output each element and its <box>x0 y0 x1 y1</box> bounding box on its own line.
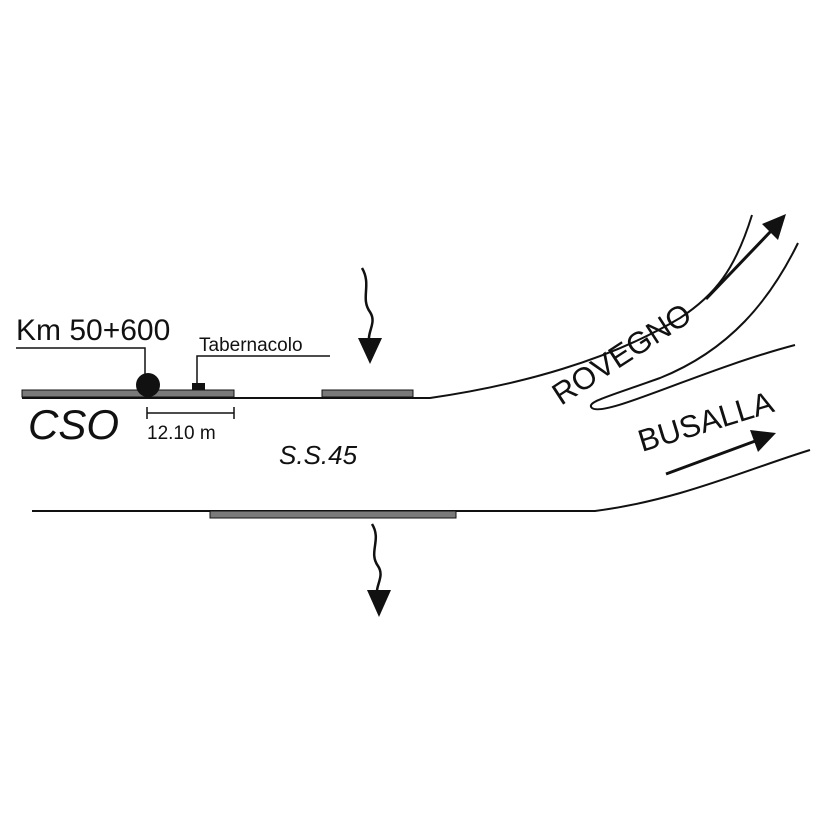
barrier-middle <box>321 389 414 398</box>
wavy-arrow-top-shaft <box>360 267 374 347</box>
km-label: Km 50+600 <box>16 314 170 347</box>
barrier-left <box>21 389 235 398</box>
wavy-arrow-bottom-shaft <box>370 523 382 599</box>
road-name-label: S.S.45 <box>279 440 358 470</box>
distance-label: 12.10 m <box>147 423 216 444</box>
busalla-arrow-head <box>750 430 776 452</box>
busalla-arrow-shaft <box>665 438 759 476</box>
cso-label: CSO <box>28 401 119 448</box>
road-lower-edge <box>32 449 811 512</box>
branch-divider <box>589 242 799 411</box>
km-leader-line <box>16 347 146 377</box>
rovegno-arrow-head <box>762 214 786 240</box>
rovegno-label: ROVEGNO <box>546 296 698 412</box>
barrier-lower <box>209 510 457 519</box>
tabernacolo-label: Tabernacolo <box>199 335 303 356</box>
wavy-arrow-top-head <box>358 338 382 364</box>
busalla-label: BUSALLA <box>634 384 778 458</box>
tabernacolo-marker <box>192 383 205 390</box>
wavy-arrow-bottom-head <box>367 590 391 617</box>
km-marker-dot <box>136 373 160 397</box>
road-upper-edge <box>22 214 753 399</box>
tabernacolo-leader-line <box>196 355 330 385</box>
rovegno-arrow-shaft <box>704 228 774 301</box>
